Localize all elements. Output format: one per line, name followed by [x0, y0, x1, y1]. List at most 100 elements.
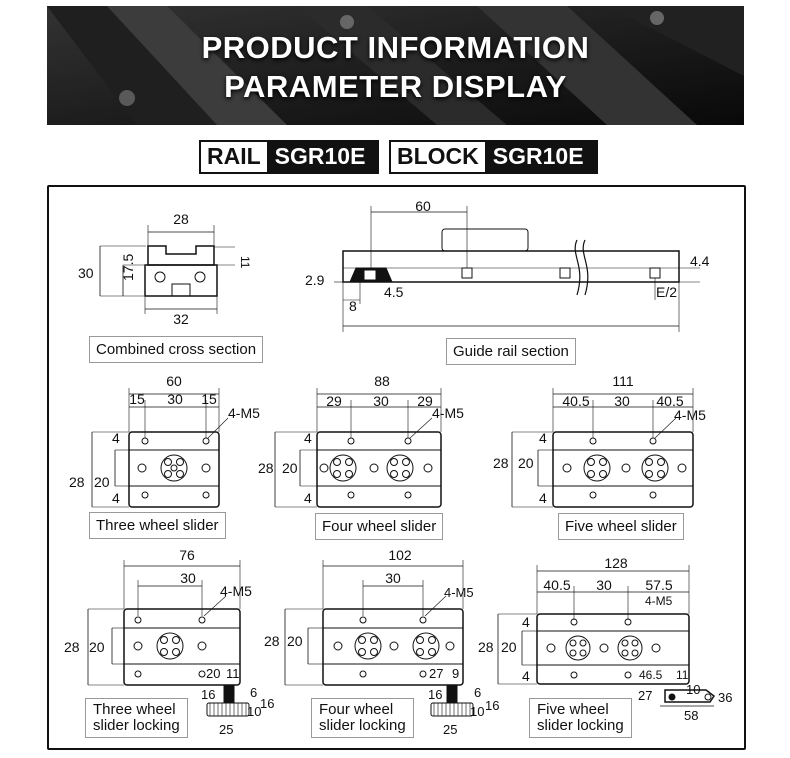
four-lock-dim-h2: 20 — [287, 633, 303, 649]
five-lock-dim-c: 57.5 — [645, 577, 672, 593]
caption-five-wheel-slider: Five wheel slider — [558, 513, 684, 540]
five-lock-dim-l: 128 — [604, 555, 628, 571]
five-lock-dim-e1: 4 — [522, 614, 530, 630]
four-dim-e2: 4 — [304, 490, 312, 506]
five-lock-dim-s2: 10 — [686, 682, 700, 697]
four-dim-h: 28 — [258, 460, 274, 476]
caption-four-wheel-locking: Four wheel slider locking — [311, 698, 414, 738]
four-lock-dim-s4: 16 — [485, 698, 499, 713]
five-dim-c: 40.5 — [656, 393, 683, 409]
rail-tag-value: SGR10E — [266, 142, 378, 172]
three-dim-m: 4-M5 — [228, 405, 260, 421]
three-dim-l: 60 — [166, 373, 182, 389]
caption-four-wheel-locking-line-1: Four wheel — [319, 701, 394, 718]
caption-five-wheel-locking: Five wheel slider locking — [529, 698, 632, 738]
four-dim-m: 4-M5 — [432, 405, 464, 421]
four-dim-h2: 20 — [282, 460, 298, 476]
cross-section-drawing — [99, 225, 235, 314]
caption-three-wheel-locking-line-2: slider locking — [93, 717, 180, 734]
three-lock-dim-h2: 20 — [89, 639, 105, 655]
three-wheel-locking-drawing — [87, 560, 250, 717]
three-lock-dim-s3: 10 — [247, 704, 261, 719]
five-dim-m: 4-M5 — [674, 407, 706, 423]
three-wheel-slider-drawing — [91, 388, 229, 508]
hero-background-image — [47, 6, 744, 125]
four-lock-dim-s2: 6 — [474, 685, 481, 700]
caption-five-wheel-locking-line-2: slider locking — [537, 717, 624, 734]
four-dim-l: 88 — [374, 373, 390, 389]
five-lock-dim-b: 30 — [596, 577, 612, 593]
five-dim-b: 30 — [614, 393, 630, 409]
block-tag-value: SGR10E — [484, 142, 596, 172]
five-wheel-slider-drawing — [511, 388, 694, 508]
rail-dim-b: 4.5 — [384, 284, 404, 300]
four-lock-dim-s5: 25 — [443, 722, 457, 737]
five-dim-a: 40.5 — [562, 393, 589, 409]
hero-title-line-2: PARAMETER DISPLAY — [224, 69, 567, 104]
cross-dim-c: 11 — [238, 256, 252, 269]
three-dim-h: 28 — [69, 474, 85, 490]
three-lock-dim-x1: 20 — [206, 666, 220, 681]
four-dim-a: 29 — [326, 393, 342, 409]
caption-combined-cross-section: Combined cross section — [89, 336, 264, 363]
four-lock-dim-h: 28 — [264, 633, 280, 649]
caption-four-wheel-locking-line-2: slider locking — [319, 717, 406, 734]
cross-dim-h: 30 — [78, 265, 94, 281]
block-tag: BLOCK SGR10E — [389, 140, 598, 174]
caption-three-wheel-locking-line-1: Three wheel — [93, 701, 176, 718]
three-lock-dim-l: 76 — [179, 547, 195, 563]
three-dim-c: 15 — [201, 391, 217, 407]
five-lock-dim-s1: 27 — [638, 688, 652, 703]
three-lock-dim-s1: 16 — [201, 687, 215, 702]
caption-three-wheel-locking: Three wheel slider locking — [85, 698, 188, 738]
three-lock-dim-h: 28 — [64, 639, 80, 655]
five-lock-dim-a: 40.5 — [543, 577, 570, 593]
four-lock-dim-l: 102 — [388, 547, 412, 563]
five-wheel-locking-drawing — [497, 565, 716, 707]
rail-dim-a: 2.9 — [305, 272, 325, 288]
five-lock-dim-m: 4-M5 — [645, 594, 673, 608]
rail-dim-e: E/2 — [656, 284, 677, 300]
three-lock-dim-x2: 11 — [226, 666, 240, 681]
rail-tag-key: RAIL — [201, 142, 267, 172]
four-wheel-locking-drawing — [284, 560, 474, 717]
five-lock-dim-h: 28 — [478, 639, 494, 655]
cross-dim-h2: 17.5 — [120, 254, 136, 281]
guide-rail-drawing — [334, 206, 700, 332]
four-lock-dim-s1: 16 — [428, 687, 442, 702]
hero-title-line-1: PRODUCT INFORMATION — [201, 30, 590, 65]
four-dim-b: 30 — [373, 393, 389, 409]
rail-tag: RAIL SGR10E — [199, 140, 380, 174]
four-lock-dim-s3: 10 — [470, 704, 484, 719]
four-lock-dim-x2: 9 — [452, 666, 459, 681]
three-dim-a: 15 — [129, 391, 145, 407]
three-lock-dim-b: 30 — [180, 570, 196, 586]
four-lock-dim-x1: 27 — [429, 666, 443, 681]
rail-dim-pitch: 60 — [415, 198, 431, 214]
five-lock-dim-s4: 58 — [684, 708, 698, 723]
five-dim-h: 28 — [493, 455, 509, 471]
five-dim-h2: 20 — [518, 455, 534, 471]
caption-five-wheel-locking-line-1: Five wheel — [537, 701, 609, 718]
five-lock-dim-e2: 4 — [522, 668, 530, 684]
three-lock-dim-s4: 16 — [260, 696, 274, 711]
caption-three-wheel-slider: Three wheel slider — [89, 512, 226, 539]
four-lock-dim-b: 30 — [385, 570, 401, 586]
hero-banner: PRODUCT INFORMATION PARAMETER DISPLAY — [47, 6, 744, 125]
five-lock-dim-x2: 11 — [676, 668, 689, 682]
rail-dim-c: 8 — [349, 298, 357, 314]
three-dim-h2: 20 — [94, 474, 110, 490]
cross-dim-bottom: 32 — [173, 311, 189, 327]
three-dim-b: 30 — [167, 391, 183, 407]
four-dim-c: 29 — [417, 393, 433, 409]
caption-four-wheel-slider: Four wheel slider — [315, 513, 444, 540]
block-tag-key: BLOCK — [391, 142, 485, 172]
four-wheel-slider-drawing — [274, 388, 442, 508]
cross-dim-top: 28 — [173, 211, 189, 227]
three-lock-dim-m: 4-M5 — [220, 583, 252, 599]
rail-dim-h: 4.4 — [690, 253, 710, 269]
five-lock-dim-s3: 36 — [718, 690, 732, 705]
five-lock-dim-h2: 20 — [501, 639, 517, 655]
drawing-panel — [47, 185, 746, 750]
